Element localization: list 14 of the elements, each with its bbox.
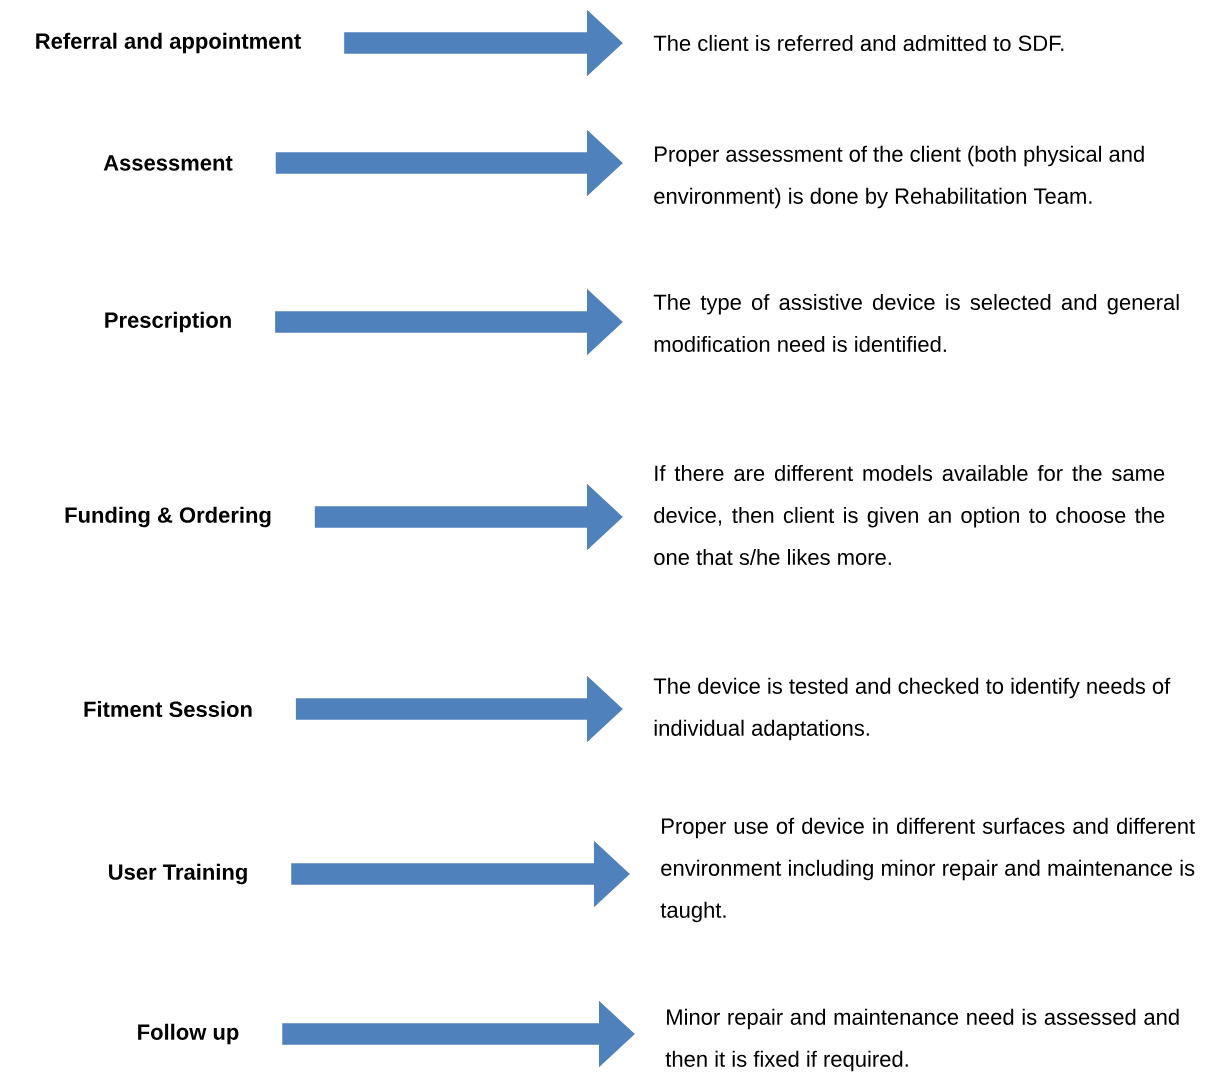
step-label: Prescription	[105, 311, 231, 333]
step-label: Follow up	[138, 1023, 239, 1045]
description-text: The type of assistive device is selected and general modification need is identified.	[653, 293, 1179, 353]
description-text: The client is referred and admitted to SDF.	[653, 34, 1064, 52]
step-label: User Training	[109, 863, 247, 885]
step-label: Referral and appointment	[36, 32, 301, 54]
step-label: Assessment	[103, 155, 233, 171]
description-text: If there are different models available for the same device, then client is given an option to choose the one that s/he likes more.	[654, 464, 1165, 566]
step-label: Fitment Session	[84, 700, 252, 718]
description-text: Minor repair and maintenance need is assessed and then it is fixed if required.	[665, 1008, 1179, 1072]
description-text: Proper assessment of the client (both physical and environment) is done by Rehabilitation Team.	[654, 145, 1144, 209]
description-text: The device is tested and checked to identify needs of individual adaptations.	[653, 677, 1171, 741]
description-text: Proper use of device in different surfaces and different environment including minor repair and maintenance is taught.	[660, 817, 1195, 923]
step-label: Funding & Ordering	[65, 506, 271, 528]
